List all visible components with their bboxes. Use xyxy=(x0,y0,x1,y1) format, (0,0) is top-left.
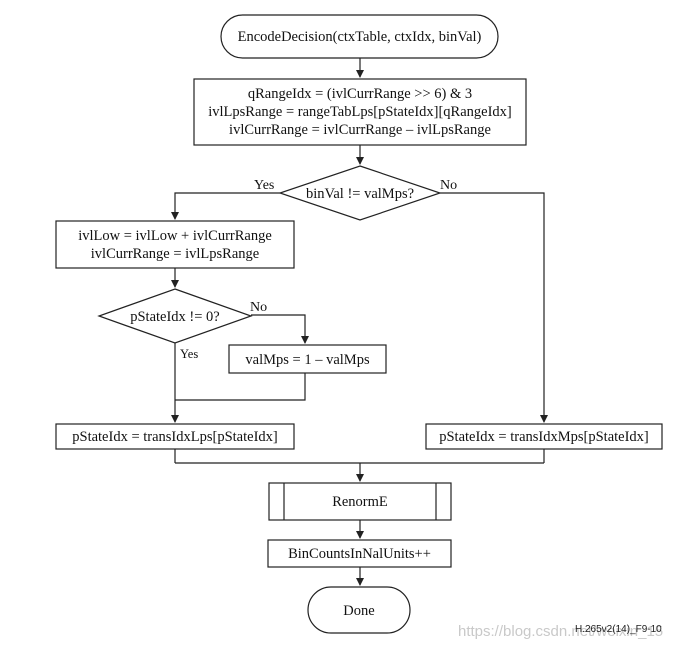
bin-count-box: BinCountsInNalUnits++ xyxy=(267,539,452,568)
flip-mps-box: valMps = 1 – valMps xyxy=(228,344,387,374)
edge-binval-yes xyxy=(171,192,280,220)
lps-line-2: ivlCurrRange = ivlLpsRange xyxy=(91,246,259,262)
lps-line-1: ivlLow = ivlLow + ivlCurrRange xyxy=(78,228,272,244)
trans-mps-box: pStateIdx = transIdxMps[pStateIdx] xyxy=(425,423,663,450)
binval-decision: binVal != valMps? xyxy=(278,165,442,221)
pstate-decision-label: pStateIdx != 0? xyxy=(130,309,220,325)
renorm-process-box: RenormE xyxy=(268,482,452,521)
binval-no-label: No xyxy=(440,178,457,193)
start-terminal: EncodeDecision(ctxTable, ctxIdx, binVal) xyxy=(220,14,499,59)
connectors xyxy=(171,58,548,586)
flip-mps-label: valMps = 1 – valMps xyxy=(245,352,370,368)
end-terminal: Done xyxy=(307,586,411,634)
init-line-1: qRangeIdx = (ivlCurrRange >> 6) & 3 xyxy=(248,86,472,102)
trans-mps-label: pStateIdx = transIdxMps[pStateIdx] xyxy=(439,429,649,445)
pstate-no-label: No xyxy=(250,300,267,315)
binval-yes-label: Yes xyxy=(254,178,274,193)
trans-lps-box: pStateIdx = transIdxLps[pStateIdx] xyxy=(55,423,295,450)
edge-pstate-no xyxy=(251,314,309,344)
binval-decision-label: binVal != valMps? xyxy=(306,186,414,202)
figure-id: H.265v2(14)_F9-10 xyxy=(575,624,662,635)
init-process-box: qRangeIdx = (ivlCurrRange >> 6) & 3 ivlL… xyxy=(193,78,527,146)
watermark: https://blog.csdn.net/weixin_15 xyxy=(458,623,663,640)
pstate-yes-label: Yes xyxy=(180,347,198,361)
edge-flip-merge xyxy=(175,373,306,401)
edge-binval-no xyxy=(440,192,548,423)
renorm-label: RenormE xyxy=(332,494,388,510)
trans-lps-label: pStateIdx = transIdxLps[pStateIdx] xyxy=(72,429,278,445)
lps-update-box: ivlLow = ivlLow + ivlCurrRange ivlCurrRa… xyxy=(55,220,295,269)
pstate-decision: pStateIdx != 0? xyxy=(97,288,253,344)
init-line-3: ivlCurrRange = ivlCurrRange – ivlLpsRang… xyxy=(229,122,491,138)
init-line-2: ivlLpsRange = rangeTabLps[pStateIdx][qRa… xyxy=(208,104,512,120)
start-label: EncodeDecision(ctxTable, ctxIdx, binVal) xyxy=(238,29,482,45)
bin-count-label: BinCountsInNalUnits++ xyxy=(288,546,431,562)
end-label: Done xyxy=(343,603,374,619)
